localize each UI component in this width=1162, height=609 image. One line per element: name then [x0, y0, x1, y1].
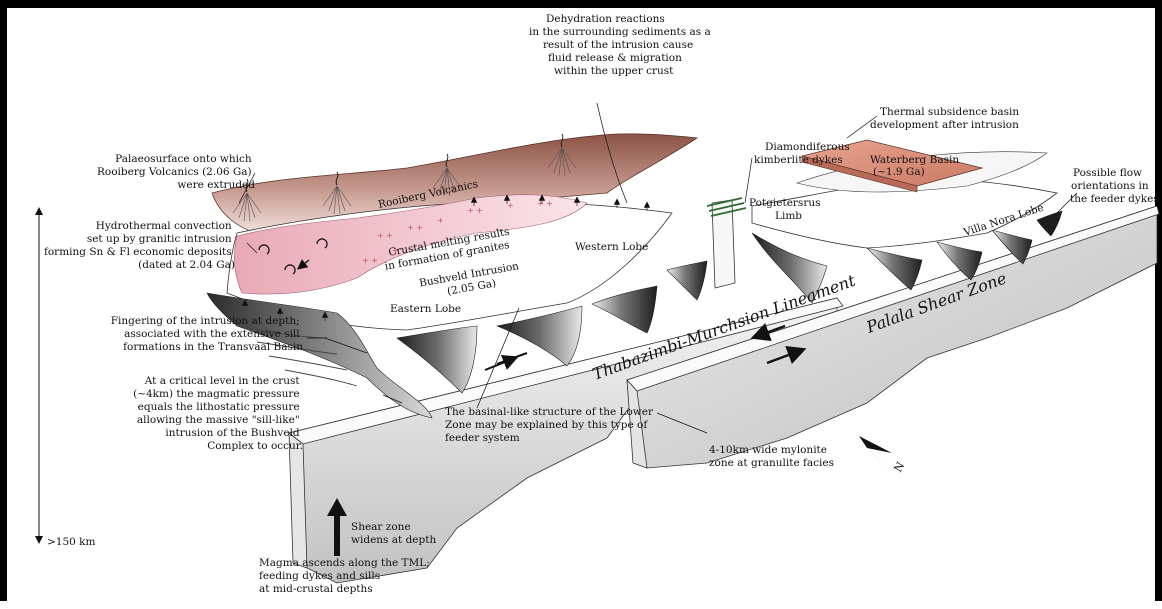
magma-label: Magma ascends along the TML; feeding dyk…: [259, 557, 433, 595]
critical-level-label: At a critical level in the crust (~4km) …: [133, 375, 303, 452]
svg-text:+ +: + +: [467, 206, 483, 215]
svg-text:+ +: + +: [407, 223, 423, 232]
bushveld-diagram: >150 km + + + + +: [7, 8, 1162, 609]
dehydration-label: Dehydration reactions in the surrounding…: [529, 13, 714, 77]
western-lobe-label: Western Lobe: [575, 241, 648, 253]
north-arrow: N: [859, 436, 908, 475]
fingering-label: Fingering of the intrusion at depth; ass…: [111, 315, 303, 353]
eastern-lobe-label: Eastern Lobe: [390, 303, 461, 315]
possible-flow-label: Possible flow orientations in the feeder…: [1070, 167, 1159, 205]
svg-text:+ +: + +: [537, 199, 553, 208]
svg-text:+ +: + +: [362, 256, 378, 265]
mylonite-label: 4-10km wide mylonite zone at granulite f…: [709, 444, 834, 469]
depth-scale-label: >150 km: [47, 536, 96, 548]
diamondiferous-label: Diamondiferous kimberlite dykes: [754, 141, 853, 166]
thermal-subsidence-label: Thermal subsidence basin development aft…: [870, 106, 1023, 131]
svg-text:+ +: + +: [377, 231, 393, 240]
svg-text:+: +: [507, 201, 514, 210]
palaeosurface-label: Palaeosurface onto which Rooiberg Volcan…: [97, 153, 255, 191]
svg-text:N: N: [891, 459, 907, 474]
svg-text:+: +: [437, 216, 444, 225]
potgietersrus-column: [707, 198, 746, 288]
depth-scale-bar: [35, 207, 43, 544]
hydrothermal-label: Hydrothermal convection set up by granit…: [44, 220, 235, 271]
